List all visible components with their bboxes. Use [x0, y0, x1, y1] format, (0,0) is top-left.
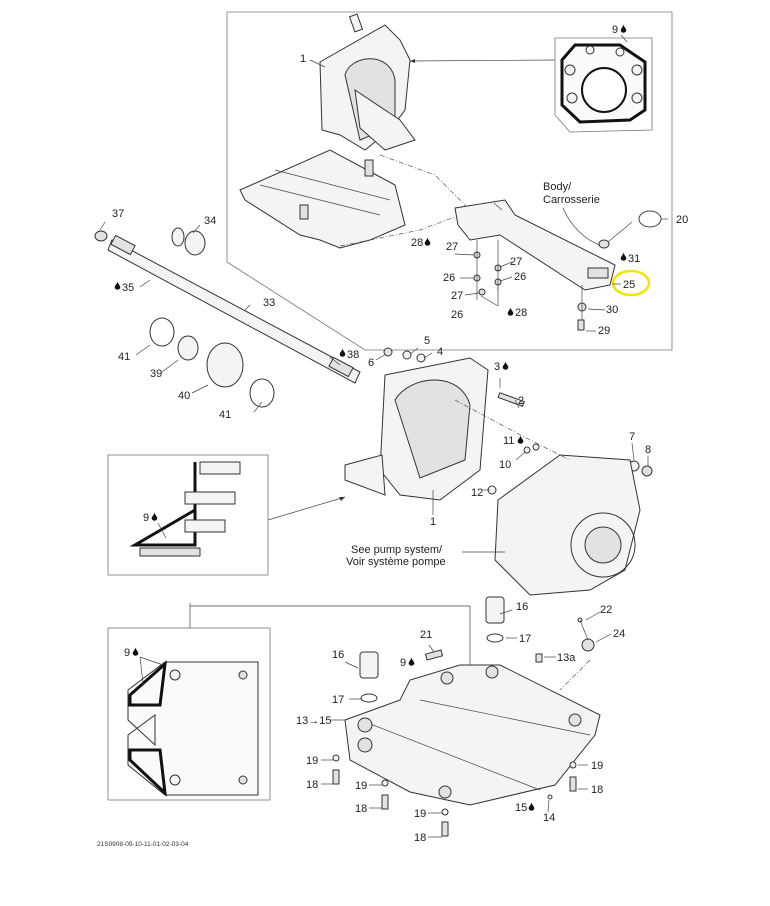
- label-17-left: 17: [332, 694, 344, 706]
- label-18-c: 18: [414, 832, 426, 844]
- label-16-left: 16: [332, 649, 344, 661]
- label-1-middle: 1: [430, 516, 436, 528]
- highlight-circle-25: [611, 269, 651, 297]
- part-24: [581, 638, 595, 652]
- part-37: [94, 230, 108, 242]
- label-30: 30: [606, 304, 618, 316]
- label-9-middle: 9: [143, 512, 149, 524]
- label-37: 37: [112, 208, 124, 220]
- oil-drop-icon: [151, 512, 158, 521]
- label-28-right: 28: [515, 307, 527, 319]
- label-27-b: 27: [510, 256, 522, 268]
- label-11: 11: [503, 435, 514, 447]
- label-31: 31: [628, 253, 640, 265]
- part-34-seal: [171, 227, 206, 256]
- oil-drop-icon: [502, 361, 509, 370]
- part-16-right: [485, 596, 505, 624]
- note-body: Body/: [543, 181, 572, 193]
- oil-drop-icon: [517, 435, 524, 444]
- part-16-left: [359, 651, 379, 679]
- leader-lines: [99, 34, 649, 838]
- oil-drop-icon: [507, 307, 514, 316]
- label-1-top: 1: [300, 53, 306, 65]
- label-34: 34: [204, 215, 216, 227]
- label-35: 35: [122, 282, 134, 294]
- label-41-a: 41: [118, 351, 130, 363]
- label-8: 8: [645, 444, 651, 456]
- label-40: 40: [178, 390, 190, 402]
- drive-shaft: [107, 234, 361, 384]
- pump-support-bracket: [454, 199, 616, 291]
- label-38: 38: [347, 349, 359, 361]
- oil-drop-icon: [620, 24, 627, 33]
- inset-seal-middle: [107, 454, 269, 576]
- seal-detail-middle: [129, 461, 241, 557]
- note-pump: See pump system/: [351, 544, 443, 556]
- label-25: 25: [623, 279, 635, 291]
- pump-housing-middle: [344, 357, 489, 501]
- label-18-d: 18: [591, 784, 603, 796]
- label-12: 12: [471, 487, 483, 499]
- oil-drop-icon: [114, 281, 121, 290]
- inset-seal-top: [554, 37, 653, 133]
- label-17-right: 17: [519, 633, 531, 645]
- label-18-a: 18: [306, 779, 318, 791]
- ride-plate-bottom: [344, 664, 601, 806]
- label-13a: 13a: [557, 652, 576, 664]
- label-10: 10: [499, 459, 511, 471]
- label-9-bottom: 9: [400, 657, 406, 669]
- oil-drop-icon: [339, 348, 346, 357]
- label-6: 6: [368, 357, 374, 369]
- label-19-a: 19: [306, 755, 318, 767]
- label-26-a: 26: [443, 272, 455, 284]
- label-22: 22: [600, 604, 612, 616]
- label-27-c: 27: [451, 290, 463, 302]
- ride-plate-top: [239, 149, 406, 249]
- label-16-right: 16: [516, 601, 528, 613]
- label-19-d: 19: [591, 760, 603, 772]
- label-9-top: 9: [612, 24, 618, 36]
- label-15: 15: [515, 802, 527, 814]
- note-pump-fr: Voir système pompe: [346, 556, 446, 568]
- label-13-to-15: 13→15: [296, 715, 331, 727]
- label-9-bottom-left: 9: [124, 647, 130, 659]
- label-27-a: 27: [446, 241, 458, 253]
- plug-20: [638, 210, 662, 228]
- boot-assembly: [149, 317, 275, 408]
- label-41-b: 41: [219, 409, 231, 421]
- pump-housing-top: [319, 13, 416, 151]
- label-26-b: 26: [514, 271, 526, 283]
- oil-drop-icon: [620, 252, 627, 261]
- label-29: 29: [598, 325, 610, 337]
- label-26-c: 26: [451, 309, 463, 321]
- label-19-c: 19: [414, 808, 426, 820]
- inset-seal-bottom: [107, 627, 271, 801]
- oil-drop-icon: [528, 802, 535, 811]
- label-7: 7: [629, 431, 635, 443]
- drawing-code: 21S0908-09-10-11-01-02-03-04: [97, 841, 189, 848]
- label-39: 39: [150, 368, 162, 380]
- top-section-frame: [226, 11, 673, 351]
- label-3: 3: [494, 361, 500, 373]
- label-5: 5: [424, 335, 430, 347]
- label-33: 33: [263, 297, 275, 309]
- note-body-fr: Carrosserie: [543, 194, 600, 206]
- label-19-b: 19: [355, 780, 367, 792]
- label-24: 24: [613, 628, 625, 640]
- label-18-b: 18: [355, 803, 367, 815]
- label-4: 4: [437, 346, 443, 358]
- oil-drop-icon: [424, 237, 431, 246]
- label-28-left: 28: [411, 237, 423, 249]
- pump-system-body: [494, 454, 641, 596]
- oil-drop-icon: [132, 647, 139, 656]
- part-21: [424, 649, 444, 661]
- label-2: 2: [518, 395, 524, 407]
- oil-drop-icon: [408, 657, 415, 666]
- label-21: 21: [420, 629, 432, 641]
- seal-detail-bottom: [127, 660, 259, 797]
- label-14: 14: [543, 812, 555, 824]
- label-20: 20: [676, 214, 688, 226]
- seal-detail-top: [560, 43, 647, 124]
